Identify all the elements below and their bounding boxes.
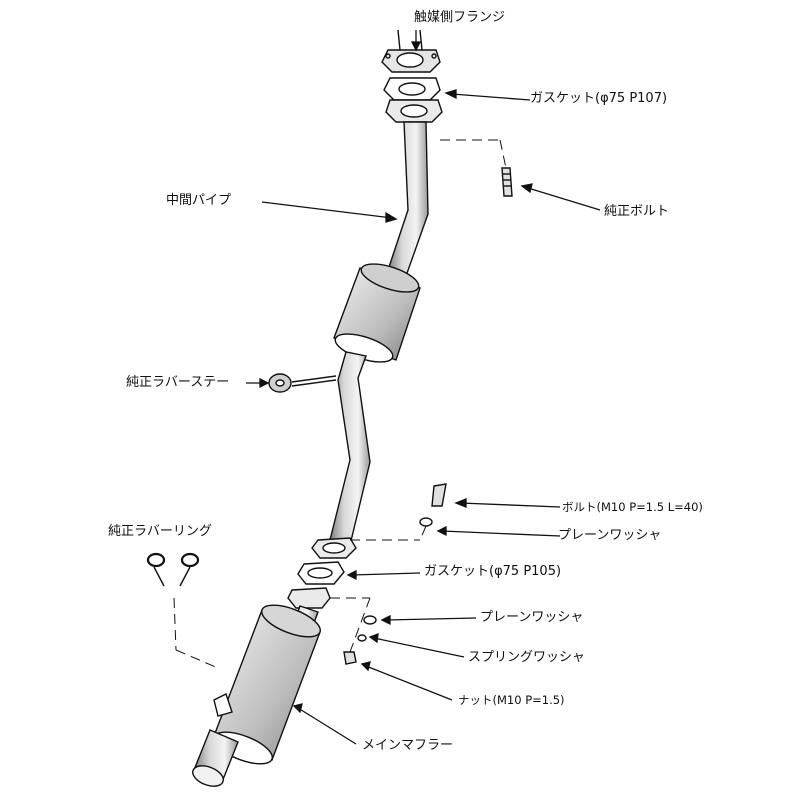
label-plain-washer-2: プレーンワッシャ — [480, 610, 584, 625]
label-nut: ナット(M10 P=1.5) — [458, 693, 565, 707]
label-plain-washer-1: プレーンワッシャ — [558, 528, 662, 543]
label-stock-rubber-ring: 純正ラバーリング — [108, 524, 212, 539]
lower-pipe-flange — [311, 537, 357, 559]
plain-washer-1-part — [419, 517, 433, 527]
main-muffler-part — [192, 587, 331, 787]
plain-washer-2-part — [363, 615, 377, 625]
gasket-top-part — [383, 77, 441, 101]
label-gasket-bottom: ガスケット(φ75 P105) — [424, 564, 562, 579]
bolt-part — [431, 483, 447, 507]
mid-pipe-part — [387, 121, 429, 277]
mid-pipe-flange-top — [385, 99, 443, 123]
label-catalyst-flange: 触媒側フランジ — [414, 10, 506, 25]
spring-washer-part — [357, 634, 367, 642]
rubber-stay-part — [268, 373, 337, 393]
label-gasket-top: ガスケット(φ75 P107) — [530, 91, 668, 106]
stock-bolt-part — [501, 167, 513, 197]
nut-part — [343, 651, 357, 665]
gasket-bottom-part — [297, 561, 345, 585]
label-stock-rubber-stay: 純正ラバーステー — [126, 375, 230, 390]
catalyst-flange-part — [381, 29, 441, 73]
label-stock-bolt: 純正ボルト — [604, 204, 670, 219]
lower-pipe-part — [329, 351, 371, 546]
rubber-ring-part — [146, 552, 200, 587]
leader-lines — [246, 30, 601, 745]
label-mid-pipe: 中間パイプ — [166, 193, 232, 208]
assembly-guides — [173, 139, 507, 669]
label-main-muffler: メインマフラー — [362, 738, 454, 753]
label-spring-washer: スプリングワッシャ — [468, 650, 586, 665]
label-bolt: ボルト(M10 P=1.5 L=40) — [562, 500, 703, 514]
